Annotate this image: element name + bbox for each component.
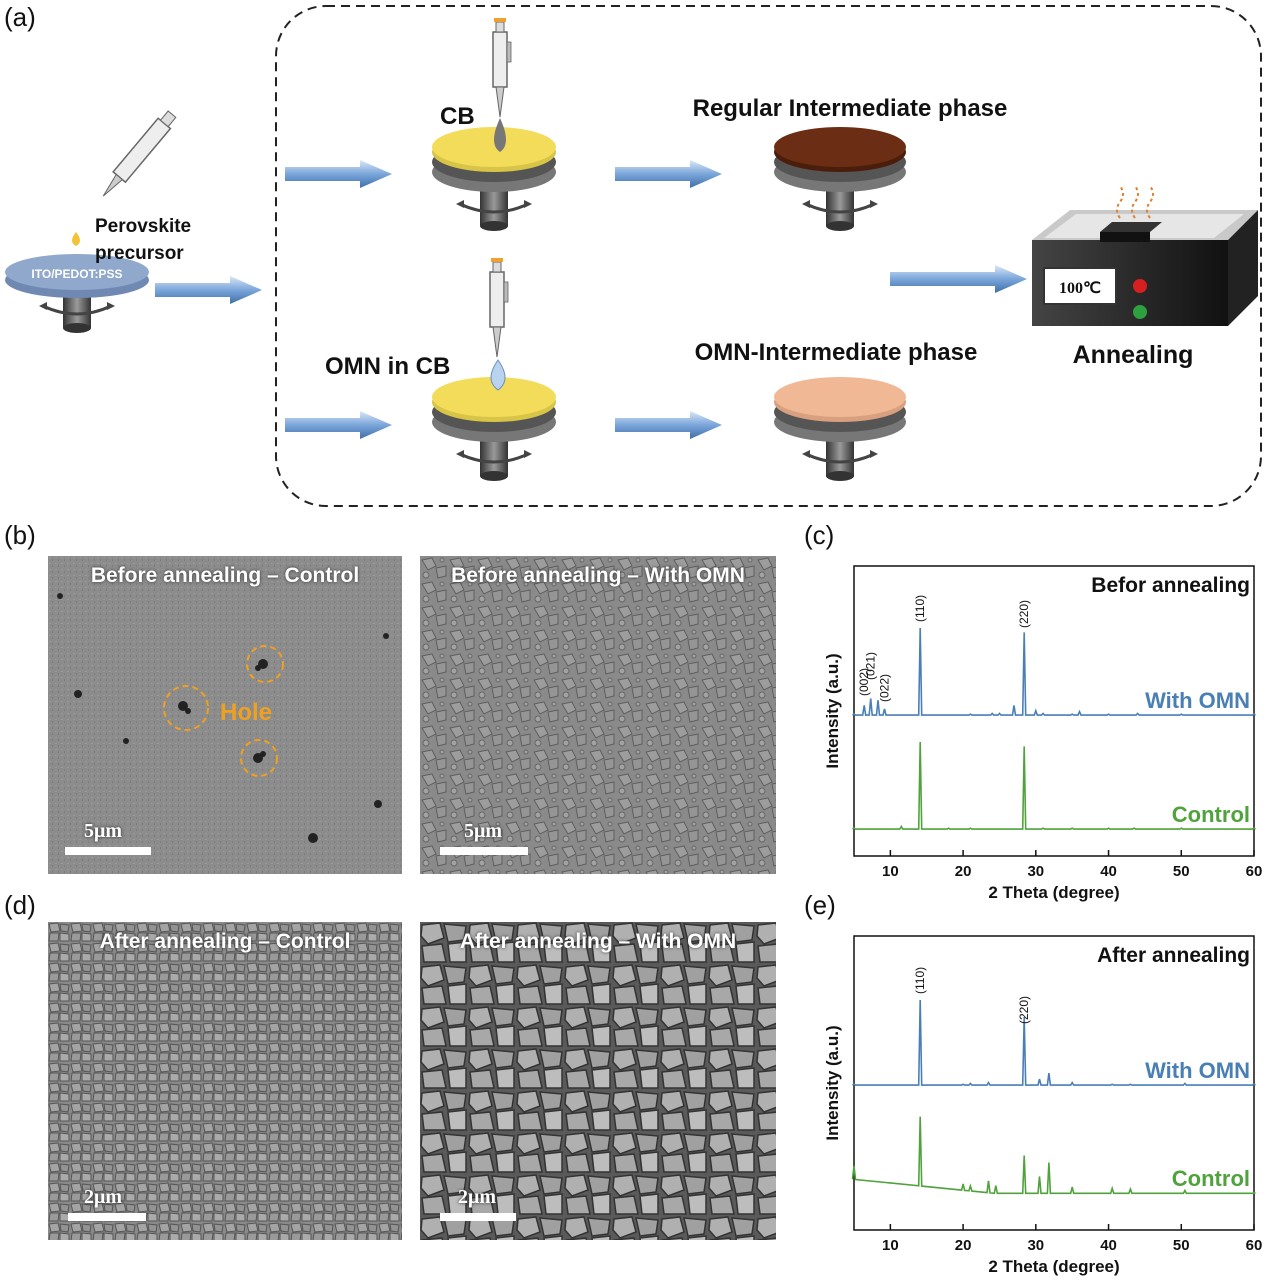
sem-after-omn: After annealing – With OMN 2μm <box>420 922 776 1240</box>
substrate-label: ITO/PEDOT:PSS <box>31 267 122 281</box>
scale-label: 5μm <box>84 820 122 842</box>
x-tick-label: 10 <box>882 863 899 880</box>
x-tick-label: 60 <box>1246 1237 1263 1254</box>
chart-title: After annealing <box>1097 944 1250 967</box>
sem-before-omn: Before annealing – With OMN 5μm <box>420 556 776 874</box>
precursor-label-2: precursor <box>95 243 184 264</box>
x-tick-label: 40 <box>1100 1237 1117 1254</box>
scale-bar <box>440 1213 516 1221</box>
regular-intermediate-film <box>774 127 906 233</box>
cb-label: CB <box>440 103 475 130</box>
scale-bar <box>68 1213 146 1221</box>
panel-label-b: (b) <box>4 520 36 550</box>
pipette-icon <box>102 110 177 197</box>
sem-after-control-title: After annealing – Control <box>99 930 351 953</box>
xrd-chart-after: 10 20 30 40 50 60 2 Theta (degree) Intensity (a… <box>823 935 1263 1276</box>
x-tick-label: 30 <box>1027 1237 1044 1254</box>
precursor-label-1: Perovskite <box>95 216 191 237</box>
x-tick-label: 60 <box>1246 863 1263 880</box>
x-tick-label: 20 <box>955 863 972 880</box>
series-label: With OMN <box>1145 1058 1250 1083</box>
scale-label: 2μm <box>458 1186 496 1208</box>
x-tick-label: 10 <box>882 1237 899 1254</box>
peak-label: (220) <box>1017 600 1031 628</box>
omn-in-cb-label: OMN in CB <box>325 353 450 380</box>
sem-after-control: After annealing – Control 2μm <box>48 922 402 1240</box>
series-label: With OMN <box>1145 688 1250 713</box>
peak-label: (110) <box>913 967 927 994</box>
y-axis-label: Intensity (a.u.) <box>823 653 842 768</box>
sem-before-control-title: Before annealing – Control <box>90 564 360 587</box>
arrow-icons <box>155 160 1027 439</box>
chart-title: Befor annealing <box>1091 574 1250 597</box>
series-label: Control <box>1172 802 1250 827</box>
sem-before-omn-title: Before annealing – With OMN <box>451 564 745 587</box>
series-label: Control <box>1172 1166 1250 1191</box>
schematic-diagram: ITO/PEDOT:PSS Perovskite precursor CB O <box>5 5 1262 507</box>
series-line-control <box>852 741 1256 830</box>
precursor-drop-icon <box>72 232 80 246</box>
omn-phase-label: OMN-Intermediate phase <box>695 339 978 366</box>
peak-label: (021) <box>864 652 878 680</box>
sem-texture <box>48 922 402 1240</box>
x-tick-label: 40 <box>1100 863 1117 880</box>
panel-label-c: (c) <box>804 520 835 550</box>
peak-label: (220) <box>1017 996 1031 1024</box>
cb-spin-coater <box>432 118 556 233</box>
scale-label: 2μm <box>84 1186 122 1208</box>
sem-texture <box>48 556 402 874</box>
cb-pipette-icon <box>492 17 512 118</box>
scale-bar <box>65 847 151 855</box>
sem-before-control: Before annealing – Control Hole 5μm <box>48 556 402 874</box>
x-axis-label: 2 Theta (degree) <box>988 883 1119 902</box>
omn-intermediate-film <box>774 377 906 483</box>
plot-frame <box>853 935 1255 1231</box>
peak-label: (110) <box>913 595 927 622</box>
substrate-spin-coater <box>5 254 149 335</box>
y-axis-label: Intensity (a.u.) <box>823 1025 842 1140</box>
regular-phase-label: Regular Intermediate phase <box>693 95 1008 122</box>
series-line-with-omn <box>852 627 1256 716</box>
omn-spin-coater <box>432 359 556 483</box>
temperature-display: 100℃ <box>1059 280 1101 297</box>
x-tick-label: 50 <box>1173 1237 1190 1254</box>
sem-texture <box>420 556 776 874</box>
sem-texture <box>420 922 776 1240</box>
plot-frame <box>853 565 1255 857</box>
dashed-frame <box>275 5 1262 507</box>
panel-label-d: (d) <box>4 890 36 920</box>
series-line-control <box>851 1116 1256 1195</box>
x-tick-label: 30 <box>1027 863 1044 880</box>
x-tick-label: 50 <box>1173 863 1190 880</box>
omn-pipette-icon <box>489 257 509 358</box>
scale-bar <box>440 847 528 855</box>
panel-label-e: (e) <box>804 890 836 920</box>
x-tick-label: 20 <box>955 1237 972 1254</box>
hotplate-icon <box>1032 185 1258 326</box>
annealing-label: Annealing <box>1073 341 1194 369</box>
x-axis-label: 2 Theta (degree) <box>988 1257 1119 1276</box>
hole-label: Hole <box>220 699 273 726</box>
xrd-chart-before: 10 20 30 40 50 60 2 Theta (degree) Intensity (a… <box>823 565 1263 902</box>
series-line-with-omn <box>852 999 1256 1086</box>
scale-label: 5μm <box>464 820 502 842</box>
peak-label: (002) <box>857 668 871 696</box>
peak-label: (022) <box>878 674 892 702</box>
sem-after-omn-title: After annealing – With OMN <box>459 930 737 953</box>
panel-label-a: (a) <box>4 2 36 32</box>
